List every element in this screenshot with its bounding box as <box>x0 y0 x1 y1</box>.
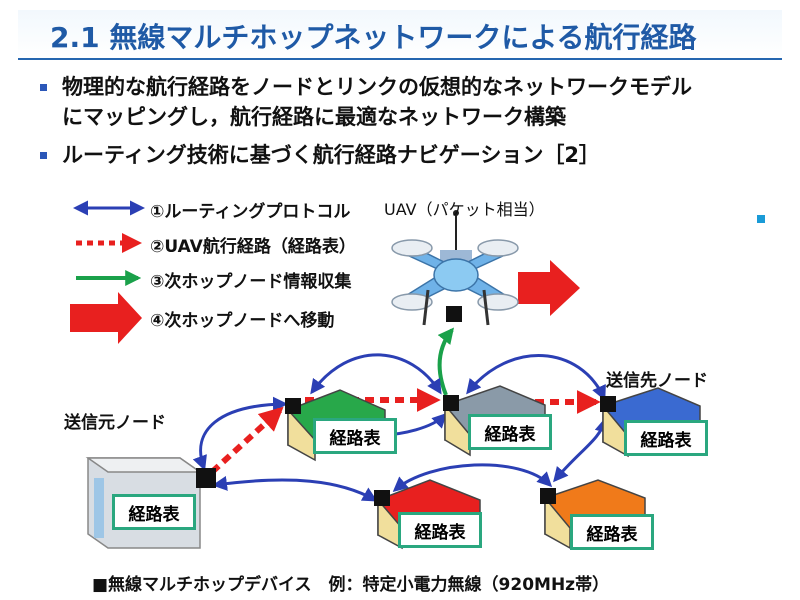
routing-table: 経路表 <box>398 512 482 548</box>
routing-table: 経路表 <box>570 514 654 550</box>
routing-arrow <box>553 417 610 483</box>
routing-arrow <box>392 463 553 492</box>
routing-arrow <box>192 396 288 471</box>
bullet-marker <box>40 84 47 91</box>
dest-node-label: 送信先ノード <box>606 371 708 391</box>
routing-arrow <box>212 475 378 502</box>
footer-note: ■無線マルチホップデバイス 例：特定小電力無線（920MHz帯） <box>92 575 610 595</box>
bullet-text-2: ルーティング技術に基づく航行経路ナビゲーション［2］ <box>62 143 600 167</box>
routing-table: 経路表 <box>112 494 196 530</box>
move-arrow-icon <box>518 260 580 316</box>
routing-arrow <box>466 354 606 401</box>
source-node-label: 送信元ノード <box>64 413 166 433</box>
path-arrow <box>209 406 284 475</box>
routing-table: 経路表 <box>313 418 397 454</box>
legend-label-3: ③次ホップノード情報収集 <box>150 272 352 292</box>
decor-square <box>757 215 765 223</box>
uav-label: UAV（パケット相当） <box>384 200 545 219</box>
legend-label-2: ②UAV航行経路（経路表） <box>150 237 356 257</box>
legend-label-1: ①ルーティングプロトコル <box>150 202 351 222</box>
bullet-text-1: 物理的な航行経路をノードとリンクの仮想的なネットワークモデル <box>62 75 692 99</box>
bullet-1: 物理的な航行経路をノードとリンクの仮想的なネットワークモデル にマッピングし，航… <box>40 72 692 132</box>
bullet-text-1b: にマッピングし，航行経路に最適なネットワーク構築 <box>62 105 566 129</box>
legend-move-arrow <box>70 292 142 344</box>
page-title: 2.1 無線マルチホップネットワークによる航行経路 <box>50 21 697 54</box>
bullet-2: ルーティング技術に基づく航行経路ナビゲーション［2］ <box>40 140 600 170</box>
bullet-marker <box>40 152 47 159</box>
legend-label-4: ④次ホップノードへ移動 <box>150 311 335 331</box>
routing-arrow <box>310 353 442 395</box>
routing-table: 経路表 <box>624 420 708 456</box>
title-bar: 2.1 無線マルチホップネットワークによる航行経路 <box>18 10 782 60</box>
routing-table: 経路表 <box>468 414 552 450</box>
collect-arrow <box>437 327 454 396</box>
uav-drone-icon <box>391 210 519 326</box>
